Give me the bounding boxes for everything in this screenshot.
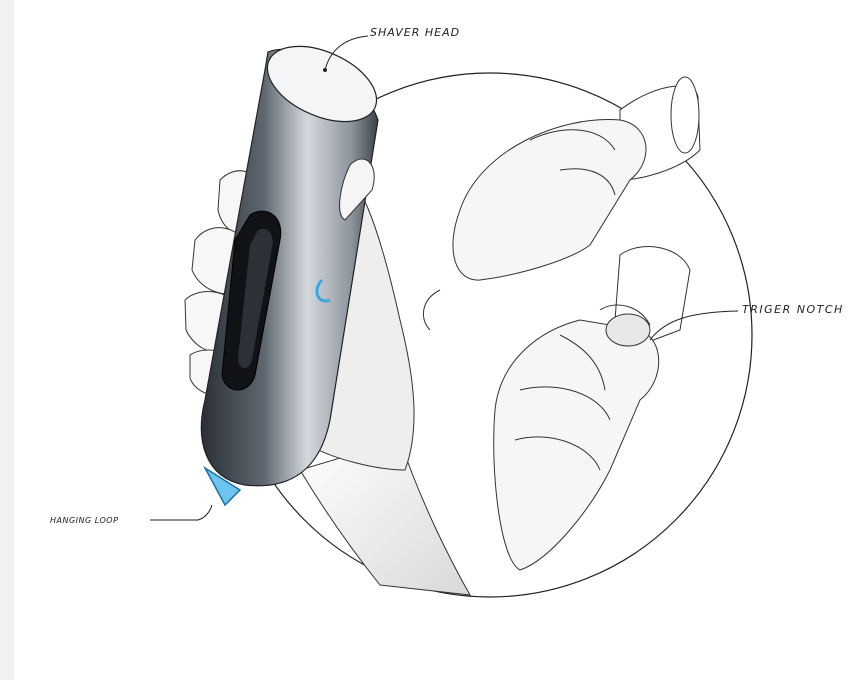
label-shaver-head: SHAVER HEAD — [370, 26, 460, 39]
lower-right-hand — [494, 247, 690, 570]
label-trigger-notch: TRIGER NOTCH — [742, 303, 844, 316]
leader-hanging-loop — [150, 505, 212, 520]
label-hanging-loop: HANGING LOOP — [50, 516, 118, 525]
trigger-notch — [606, 314, 650, 346]
